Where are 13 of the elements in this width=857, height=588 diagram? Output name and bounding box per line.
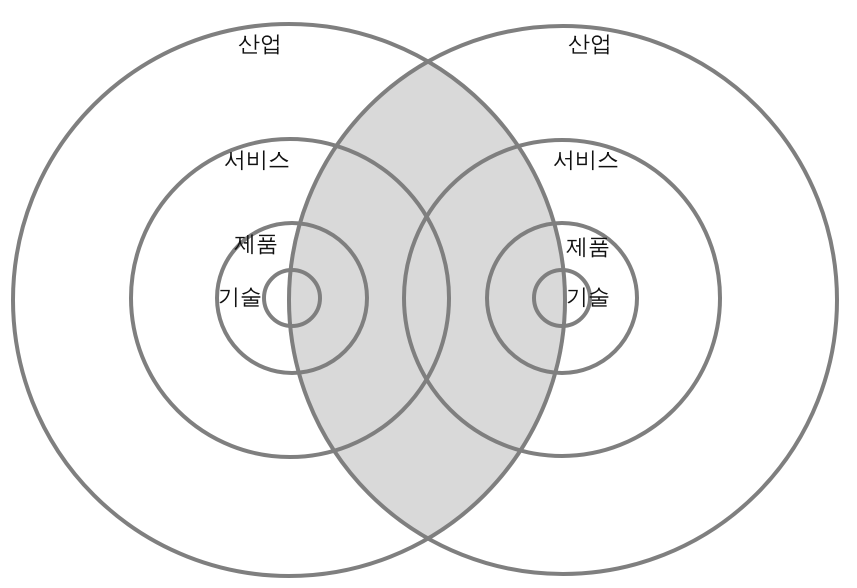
circle-ring [287, 24, 839, 576]
circle-label: 기술 [566, 287, 610, 309]
circle-label: 제품 [566, 237, 610, 259]
circle-ring [402, 138, 722, 458]
circle-ring [215, 221, 369, 375]
circle-label: 기술 [218, 287, 262, 309]
circle-label: 산업 [238, 34, 282, 56]
circle-label: 서비스 [224, 150, 290, 172]
circle-label: 제품 [234, 234, 278, 256]
circle-ring [129, 137, 451, 459]
circle-label: 서비스 [553, 150, 619, 172]
circle-ring [485, 221, 639, 375]
circle-label: 산업 [568, 34, 612, 56]
